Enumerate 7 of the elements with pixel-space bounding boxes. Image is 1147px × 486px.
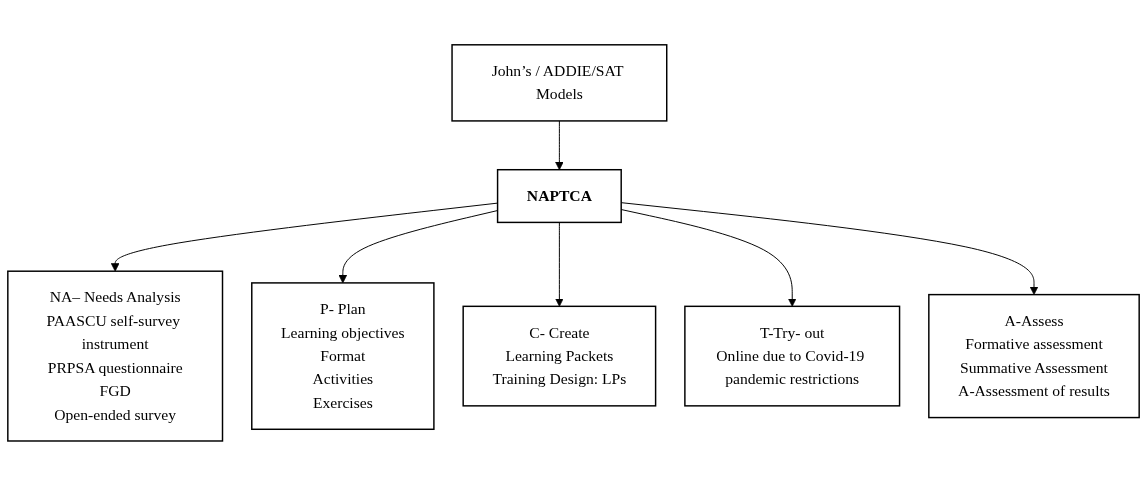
node-box: T-Try- out Online due to Covid-19 pandemic restrictions [684,305,901,407]
node-box: NAPTCA [496,169,622,224]
node-box: John’s / ADDIE/SAT Models [451,44,668,122]
node-box: A-Assess Formative assessment Summative Assessment A-Assessment of results [928,293,1140,419]
node-box: C- Create Learning Packets Training Design: LPs [462,305,657,407]
node-box: P- Plan Learning objectives Format Activities Exercises [251,282,435,431]
node-box: NA– Needs Analysis PAASCU self-survey instrument PRPSA questionnaire FGD Open-ended survey [7,270,224,442]
